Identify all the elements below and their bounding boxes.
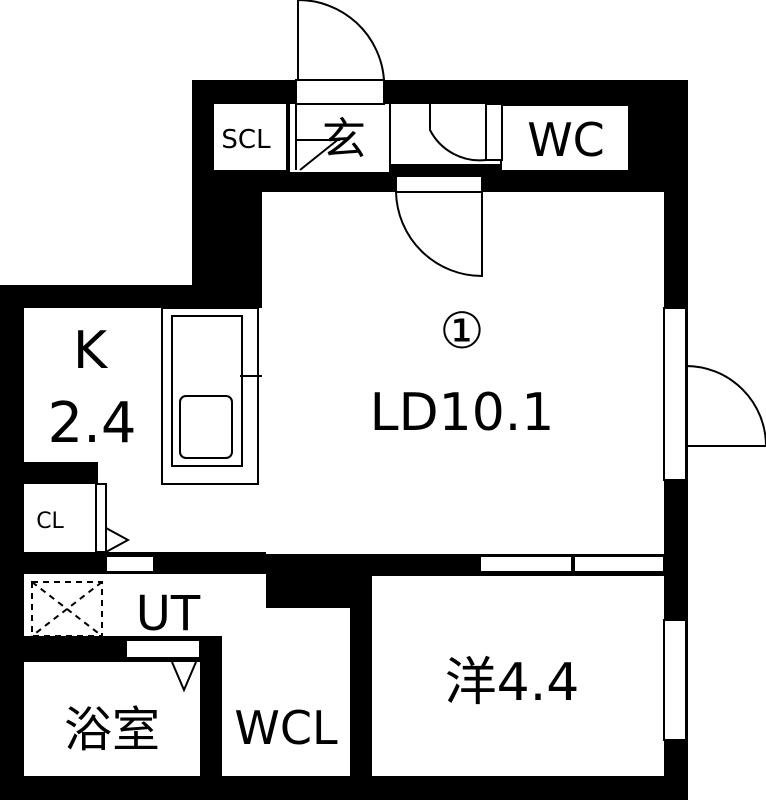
room-ld bbox=[262, 192, 664, 554]
room-wc bbox=[502, 106, 628, 170]
cl-door bbox=[95, 483, 131, 553]
label-k-size: 2.4 bbox=[47, 391, 136, 456]
label-cl: CL bbox=[36, 509, 64, 534]
room-interiors bbox=[24, 104, 664, 776]
ld-window-right bbox=[663, 307, 766, 481]
label-wcl: WCL bbox=[234, 701, 338, 755]
label-genkan: 玄 bbox=[322, 114, 366, 165]
genkan-details bbox=[295, 104, 391, 172]
western-window bbox=[663, 619, 687, 741]
room-wcl bbox=[222, 608, 350, 776]
label-k-name: K bbox=[73, 321, 109, 381]
western-sliding-door bbox=[479, 555, 665, 573]
room-cl bbox=[24, 484, 96, 552]
room-hall bbox=[390, 104, 500, 164]
wc-door bbox=[429, 103, 503, 162]
washer-space bbox=[31, 581, 103, 637]
label-scl: SCL bbox=[221, 125, 271, 155]
label-ld-number: ① bbox=[440, 302, 485, 360]
kitchen-counter bbox=[161, 307, 262, 485]
label-wc: WC bbox=[527, 113, 605, 167]
room-scl bbox=[214, 104, 286, 170]
ut-door bbox=[105, 555, 155, 573]
bath-door bbox=[125, 639, 201, 693]
room-bath bbox=[24, 662, 202, 776]
ld-door bbox=[395, 175, 483, 278]
label-western: 洋4.4 bbox=[445, 653, 580, 713]
room-western bbox=[372, 576, 664, 776]
label-ld: LD10.1 bbox=[370, 383, 555, 443]
entrance-door bbox=[295, 0, 385, 105]
label-bath: 浴室 bbox=[64, 702, 160, 758]
label-ut: UT bbox=[136, 586, 201, 642]
